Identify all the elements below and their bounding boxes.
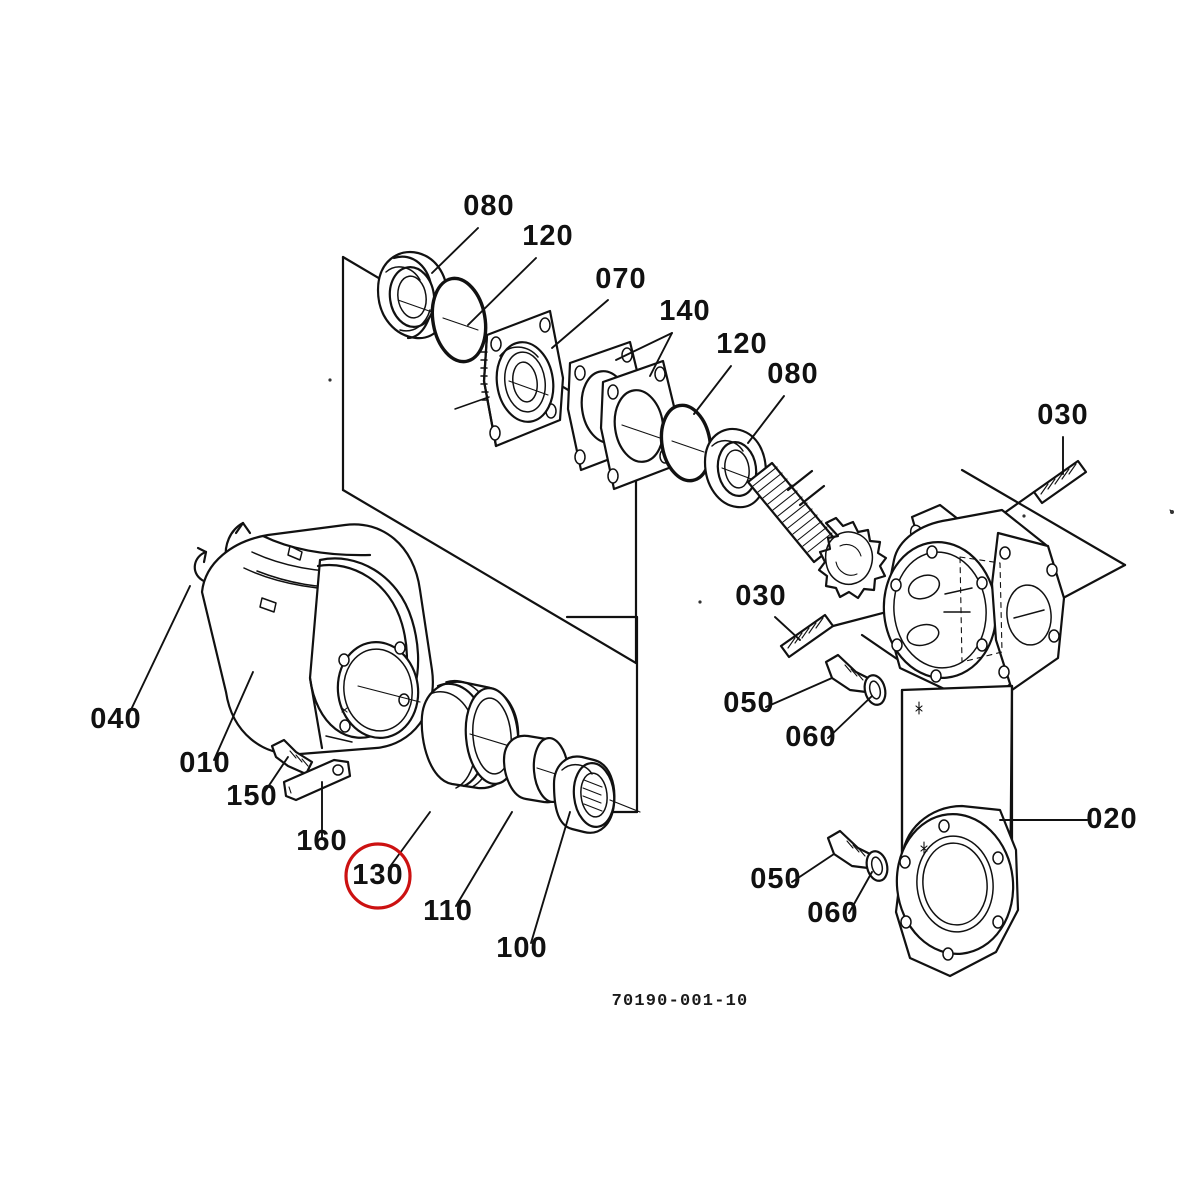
scan-speckles (328, 378, 1174, 604)
part-120-o-ring-rear (659, 403, 713, 483)
callout-020: 020 (1086, 803, 1137, 835)
part-100-bearing-nut (552, 755, 641, 834)
callout-050-upper: 050 (723, 687, 774, 719)
callout-080-front: 080 (463, 190, 514, 222)
part-140-gasket-second (599, 359, 680, 491)
callout-060-upper: 060 (785, 721, 836, 753)
callout-110: 110 (423, 895, 473, 927)
part-080-oil-seal-front (376, 250, 450, 340)
callout-010: 010 (179, 747, 230, 779)
callout-120-rear: 120 (716, 328, 767, 360)
part-050-bolt-upper (824, 653, 872, 694)
callout-040: 040 (90, 703, 141, 735)
highlight-circle-130 (344, 842, 412, 910)
callout-140: 140 (659, 295, 710, 327)
drawing-number: 70190-001-10 (612, 992, 749, 1011)
part-150-bolt-small (270, 738, 314, 776)
part-050-bolt-lower (826, 829, 874, 870)
part-160-lock-plate (282, 758, 352, 802)
callout-120-front: 120 (522, 220, 573, 252)
part-010-motor-housing (200, 523, 434, 756)
callout-060-lower: 060 (807, 897, 858, 929)
callout-labels: 080 120 070 140 120 080 030 040 010 150 … (90, 190, 1137, 964)
bevel-pinion-gear (817, 516, 888, 600)
callout-160: 160 (296, 825, 347, 857)
part-080-oil-seal-rear (703, 427, 768, 509)
part-130-seal-boot (420, 679, 520, 790)
callout-030-upper: 030 (1037, 399, 1088, 431)
callout-050-lower: 050 (750, 863, 801, 895)
callout-080-rear: 080 (767, 358, 818, 390)
part-120-o-ring-front (430, 276, 488, 364)
callout-130: 130 (352, 859, 403, 891)
callout-150: 150 (226, 780, 277, 812)
callout-070: 070 (595, 263, 646, 295)
part-030-stud-bolt-upper (998, 459, 1088, 518)
splined-shaft-with-gear (746, 461, 888, 600)
part-020-gear-case (882, 503, 1066, 978)
callout-100: 100 (496, 932, 547, 964)
leader-lines (127, 227, 1088, 944)
callout-030-lower: 030 (735, 580, 786, 612)
part-070-bearing-housing-flange (454, 309, 565, 448)
